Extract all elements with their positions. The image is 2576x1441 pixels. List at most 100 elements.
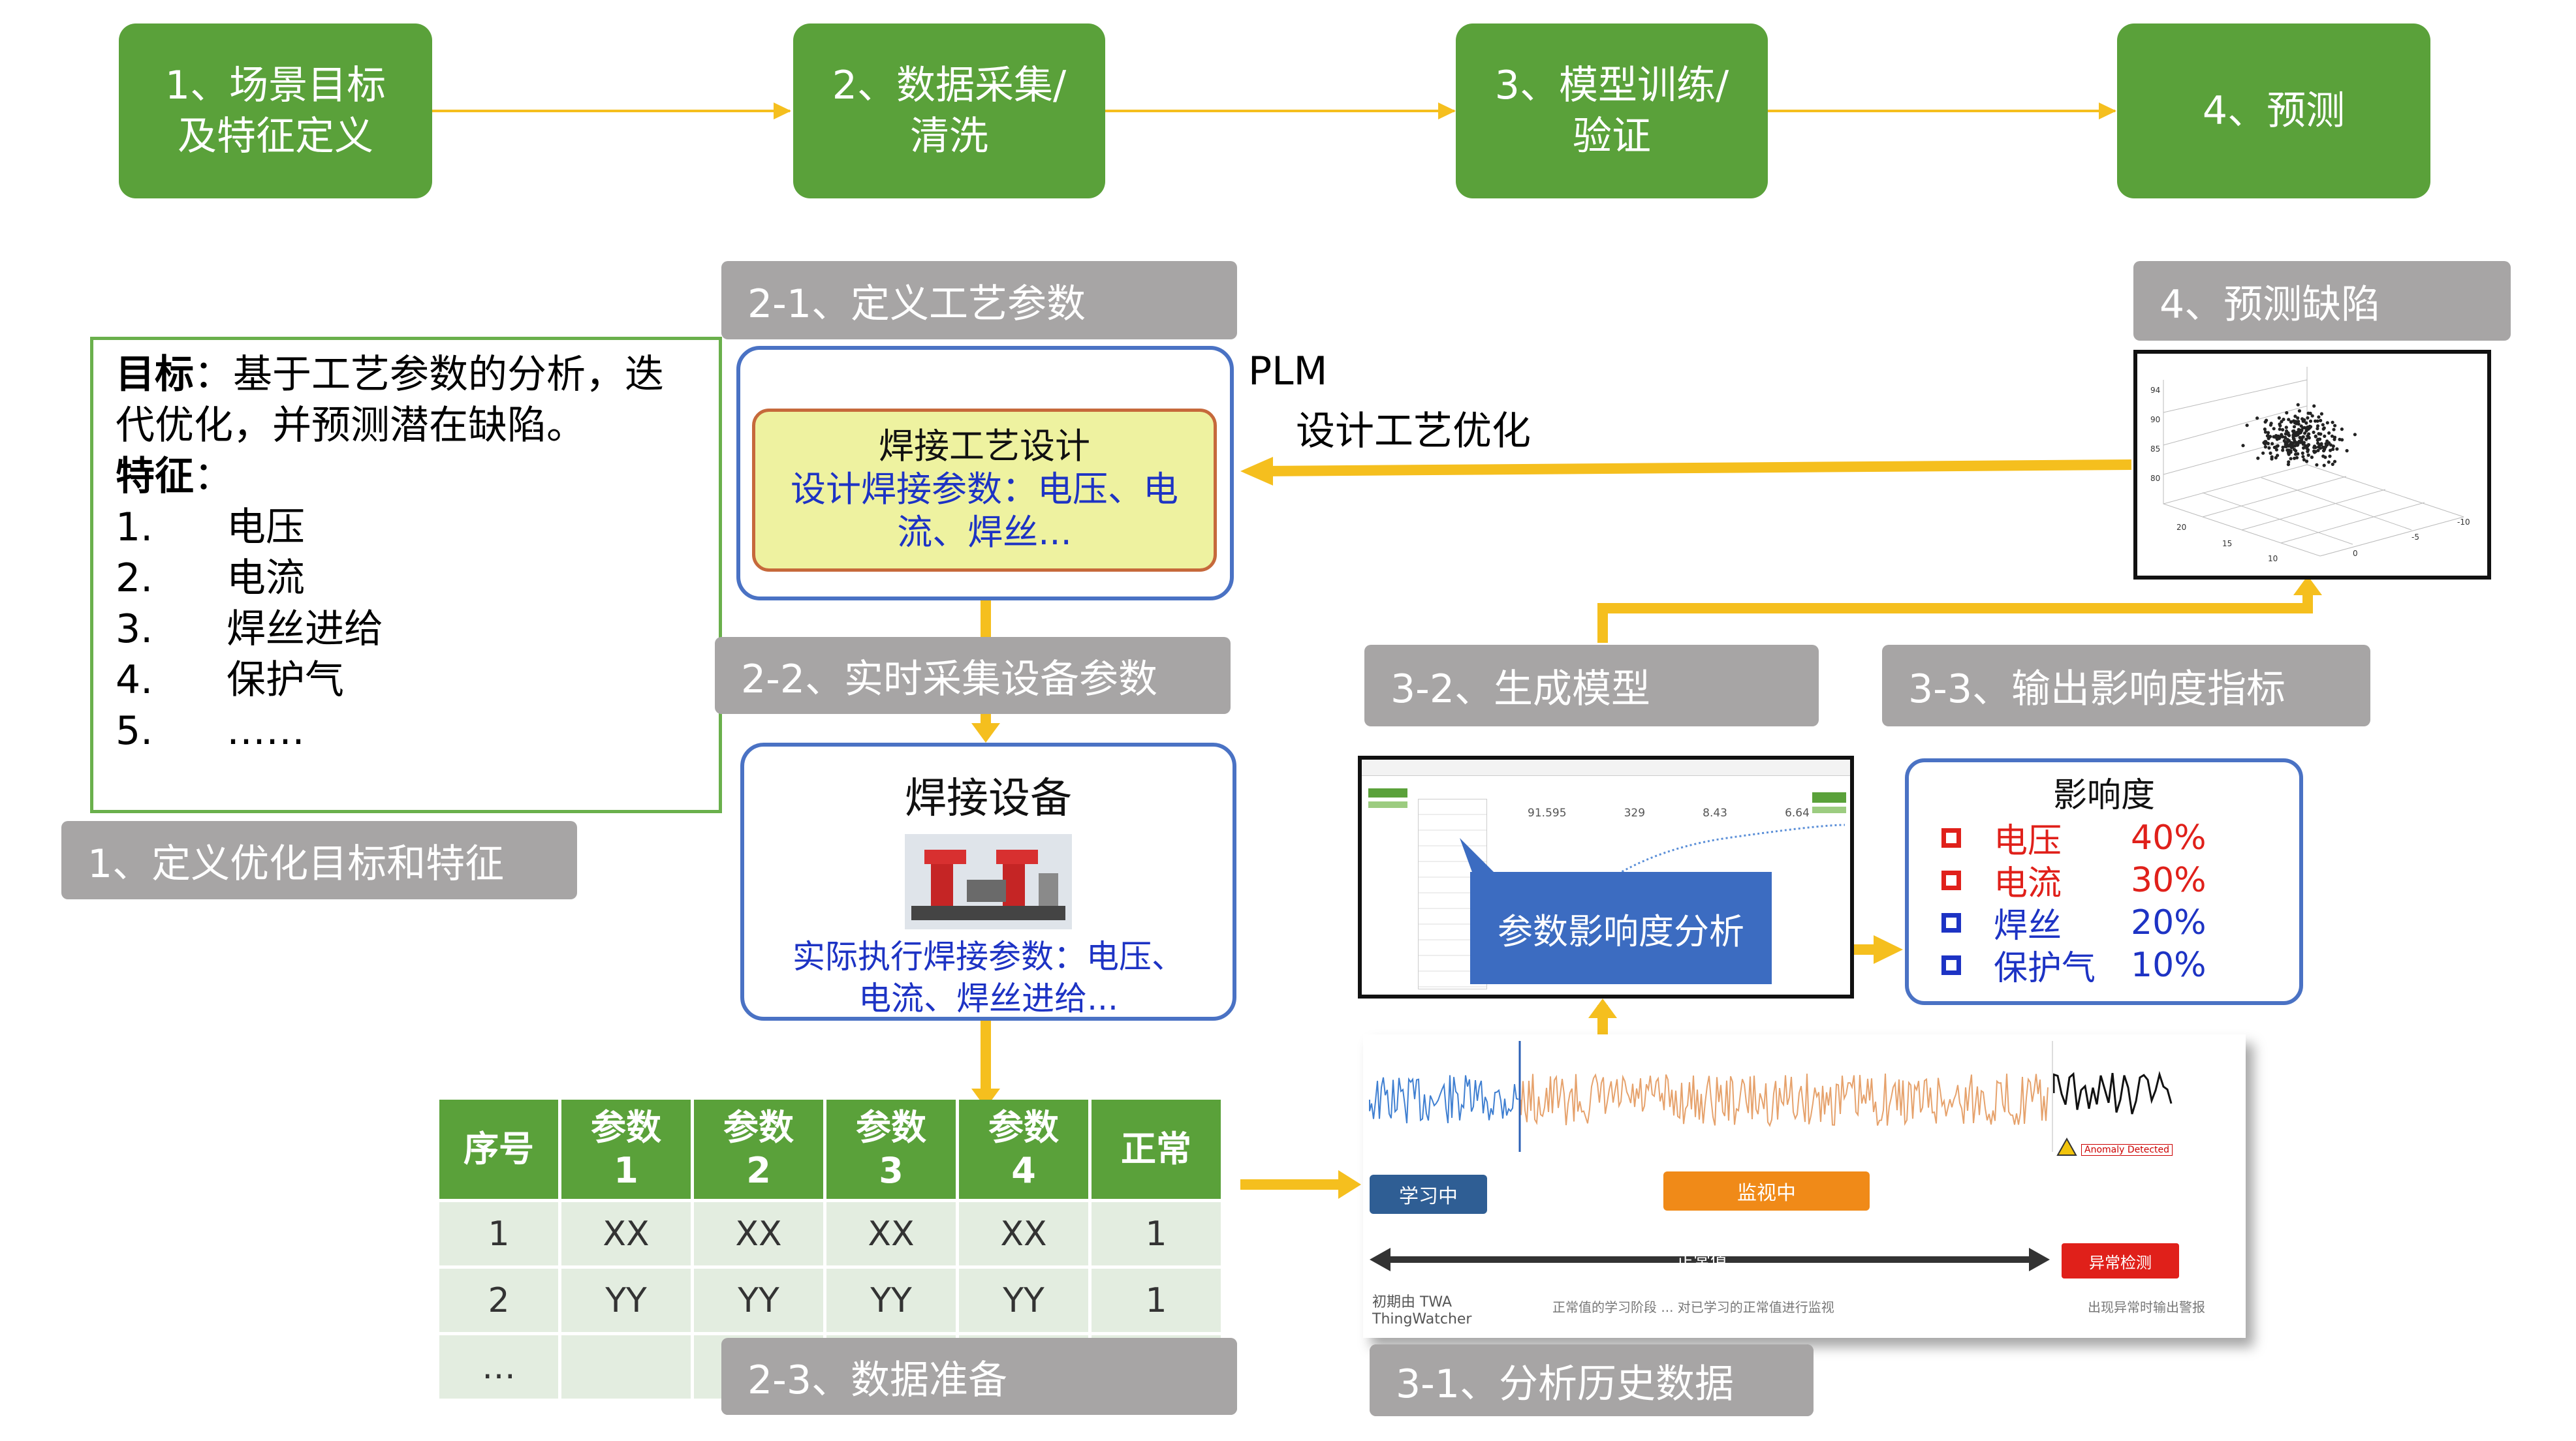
anomaly-label: Anomaly Detected: [2081, 1144, 2173, 1156]
feature-num: 3.: [116, 606, 153, 652]
influence-title: 影响度: [2052, 776, 2155, 815]
table-cell: YY: [826, 1269, 956, 1332]
header-text: 参数: [988, 1107, 1059, 1148]
svg-text:94: 94: [2150, 386, 2160, 395]
model-stat: 91.595: [1528, 807, 1567, 820]
svg-text:15: 15: [2222, 539, 2232, 548]
arrow-optimize: [1259, 459, 2132, 476]
model-stat: 6.64: [1785, 807, 1810, 820]
model-stats: 91.595 329 8.43 6.64: [1499, 807, 1838, 820]
flow-step-2-line1: 2、数据采集/: [832, 63, 1067, 108]
influence-name: 电压: [1994, 822, 2062, 861]
feature-item: 1. 电压: [116, 502, 697, 553]
feature-text: 电流: [227, 555, 305, 601]
feature-item: 4.保护气: [116, 655, 697, 705]
influence-name: 焊丝: [1994, 906, 2062, 946]
tag-3-3: 3-3、输出影响度指标: [1882, 645, 2370, 726]
header-sub: 4: [1011, 1150, 1036, 1191]
tag-3-2: 3-2、生成模型: [1364, 645, 1819, 726]
arrow-head-optimize: [1240, 457, 1273, 486]
svg-text:20: 20: [2176, 523, 2186, 532]
table-row: 1 XX XX XX XX 1: [439, 1202, 1221, 1265]
svg-text:85: 85: [2150, 444, 2160, 454]
feature-num: 1.: [116, 504, 153, 550]
monitoring-badge: 监视中: [1663, 1171, 1870, 1211]
table-cell: YY: [561, 1269, 691, 1332]
flow-step-1-line1: 1、场景目标: [165, 63, 386, 108]
influence-callout: 参数影响度分析: [1470, 872, 1772, 984]
feature-text: 保护气: [227, 657, 344, 703]
equipment-line2: 电流、焊丝进给...: [858, 980, 1118, 1017]
equipment-title: 焊接设备: [905, 775, 1072, 823]
feature-colon: ：: [194, 454, 233, 499]
flow-step-1: 1、场景目标 及特征定义: [119, 23, 432, 198]
influence-item: 保护气 10%: [1941, 944, 2299, 988]
footer-left-1: 初期由 TWA: [1372, 1294, 1453, 1310]
tag-1: 1、定义优化目标和特征: [61, 821, 577, 899]
normal-label: 正常值: [1676, 1252, 1728, 1271]
optimize-label: 设计工艺优化: [1296, 409, 1531, 454]
goal-text-2: 代优化，并预测潜在缺陷。: [116, 403, 586, 448]
feature-label: 特征: [116, 454, 194, 499]
header-text: 参数: [723, 1107, 794, 1148]
feature-item: 5.……: [116, 705, 697, 756]
table-cell: XX: [826, 1202, 956, 1265]
model-stat: 8.43: [1703, 807, 1727, 820]
table-cell: 2: [439, 1269, 558, 1332]
table-cell: XX: [561, 1202, 691, 1265]
table-row: 2 YY YY YY YY 1: [439, 1269, 1221, 1332]
flow-step-3-line1: 3、模型训练/: [1494, 63, 1729, 108]
table-header: 序号: [439, 1100, 558, 1199]
influence-percent: 20%: [2131, 903, 2207, 942]
header-sub: 2: [746, 1150, 771, 1191]
influence-item: 焊丝 20%: [1941, 901, 2299, 946]
learning-badge: 学习中: [1370, 1175, 1487, 1214]
plm-label: PLM: [1248, 349, 1328, 394]
feature-line: 特征：: [116, 451, 697, 502]
process-design-line1: 设计焊接参数：电压、电: [791, 469, 1178, 510]
timeseries-panel: 学习中 监视中 正常值 异常检测 Anomaly Detected 初期由 TW…: [1363, 1034, 2246, 1338]
flow-step-3-line2: 验证: [1573, 114, 1651, 159]
svg-text:0: 0: [2353, 549, 2358, 558]
table-cell: [561, 1335, 691, 1399]
influence-percent: 40%: [2131, 818, 2207, 858]
process-design-line2: 流、焊丝...: [897, 512, 1072, 553]
tag-4: 4、预测缺陷: [2133, 261, 2511, 341]
tag-2-2: 2-2、实时采集设备参数: [715, 637, 1231, 714]
checkbox-square-icon: [1941, 870, 1961, 890]
table-cell: YY: [694, 1269, 823, 1332]
feature-item: 2.电流: [116, 553, 697, 604]
process-design-frame: 焊接工艺设计 设计焊接参数：电压、电 流、焊丝...: [736, 346, 1234, 600]
table-cell: 1: [1092, 1269, 1221, 1332]
svg-text:-10: -10: [2457, 518, 2470, 527]
flow-step-1-line2: 及特征定义: [178, 114, 373, 159]
influence-name: 保护气: [1994, 949, 2096, 988]
header-text: 参数: [856, 1107, 926, 1148]
feature-text: 焊丝进给: [227, 606, 383, 652]
header-text: 参数: [591, 1107, 661, 1148]
table-cell: YY: [959, 1269, 1088, 1332]
feature-item: 3. 焊丝进给: [116, 604, 697, 655]
process-design-title: 焊接工艺设计: [879, 426, 1090, 467]
equipment-line1: 实际执行焊接参数：电压、: [793, 938, 1184, 976]
table-cell: …: [439, 1335, 558, 1399]
footer-left-2: ThingWatcher: [1372, 1311, 1472, 1327]
tag-2-3-overlay: 2-3、数据准备: [721, 1338, 1237, 1415]
welding-robot-image: [905, 834, 1072, 929]
table-header: 正常: [1092, 1100, 1221, 1199]
goal-label: 目标: [116, 352, 194, 397]
tag-2-1: 2-1、定义工艺参数: [721, 261, 1237, 339]
checkbox-square-icon: [1941, 912, 1961, 933]
influence-percent: 10%: [2131, 945, 2207, 985]
feature-num: 5.: [116, 708, 153, 754]
table-cell: 1: [1092, 1202, 1221, 1265]
model-stat: 329: [1624, 807, 1646, 820]
influence-percent: 30%: [2131, 860, 2207, 900]
feature-text: 电压: [227, 504, 305, 550]
flow-step-2: 2、数据采集/ 清洗: [793, 23, 1105, 198]
